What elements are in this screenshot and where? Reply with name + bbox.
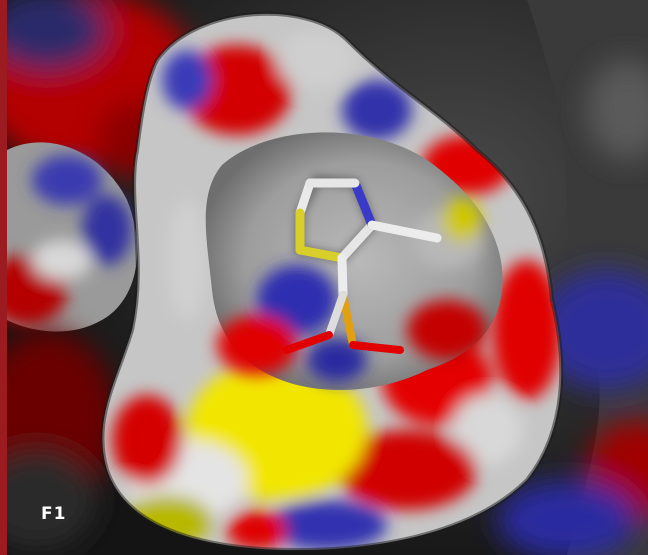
left-accent-stripe [0, 0, 7, 555]
figure-label: F1 [41, 504, 67, 524]
ligand-stick-model [283, 175, 442, 354]
left-lobe [7, 142, 138, 332]
right-region [497, 0, 648, 555]
lower-left-region [7, 330, 117, 550]
molecular-surface-render [7, 0, 648, 555]
rim-edge-shadow [100, 11, 564, 553]
pocket-cavity [205, 132, 503, 390]
